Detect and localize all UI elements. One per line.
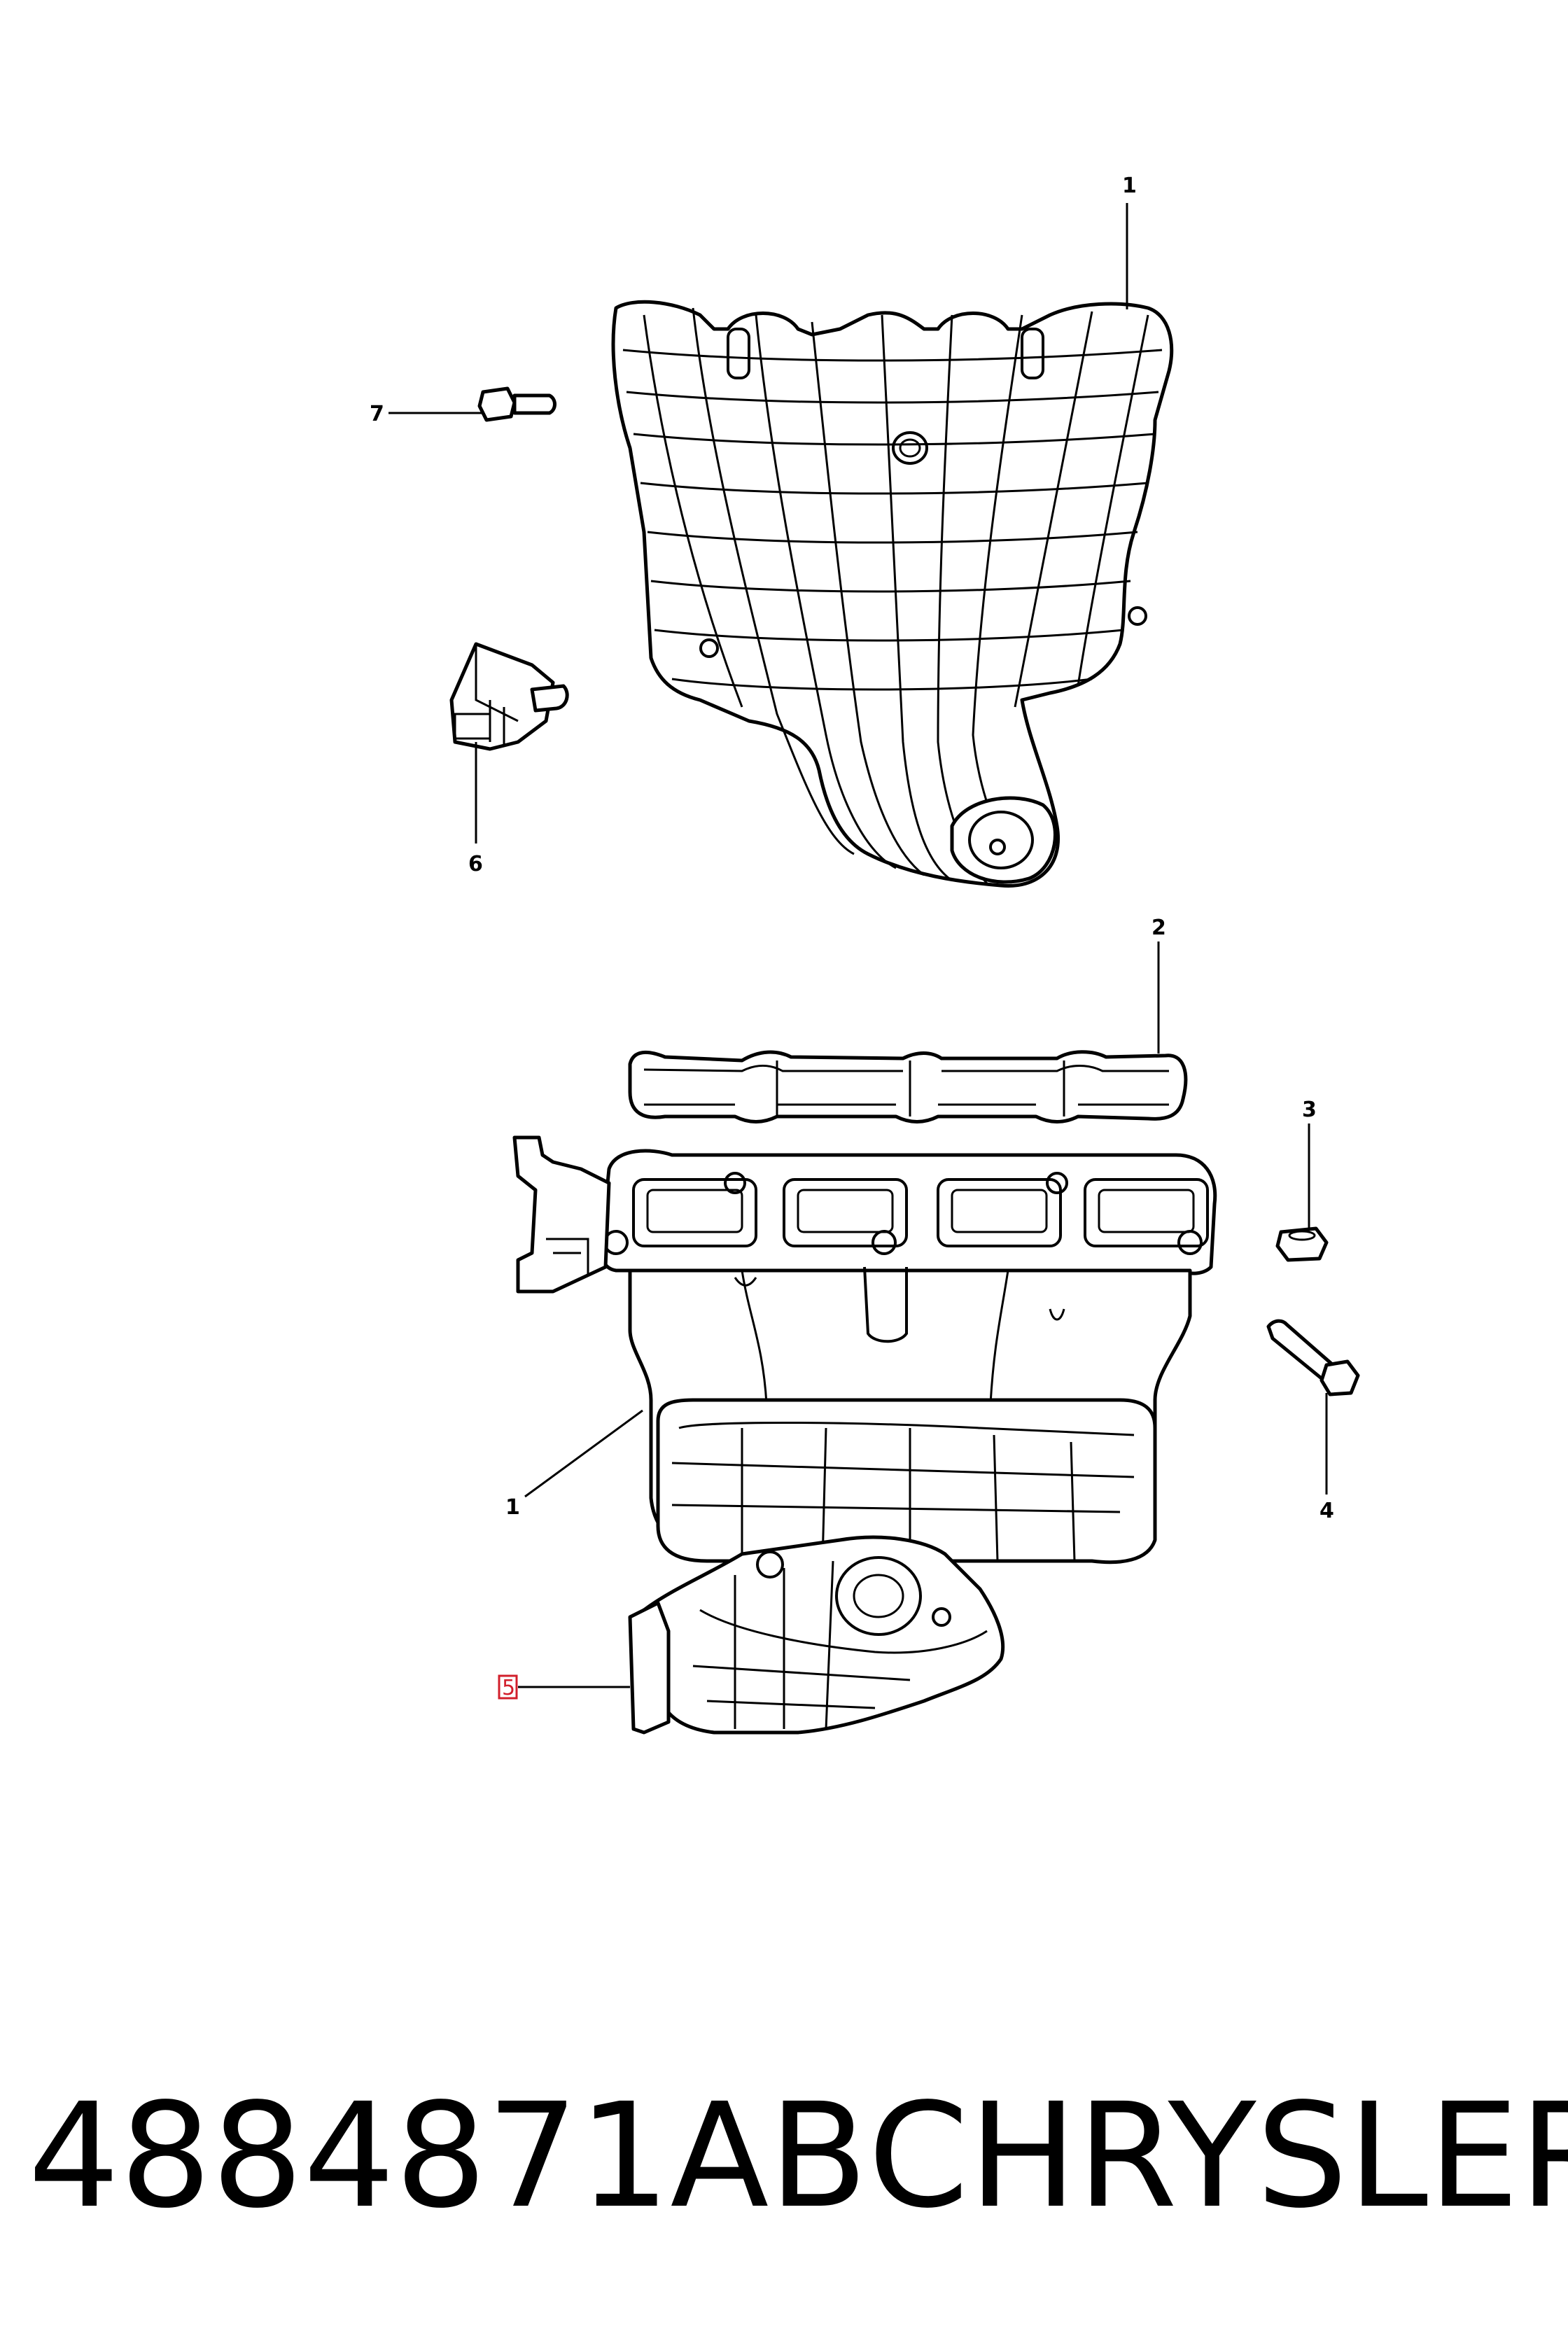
bolt-part-7 — [477, 386, 556, 422]
callout-3: 3 — [1302, 1098, 1317, 1122]
leader-lines — [388, 203, 1328, 1688]
callout-5-highlight — [498, 1674, 518, 1700]
brand-name: CHRYSLER — [868, 2072, 1568, 2240]
callout-1-top: 1 — [1122, 174, 1137, 198]
part-number: 4884871AB — [28, 2072, 868, 2240]
bolt-part-4 — [1266, 1319, 1360, 1396]
nut-part-3 — [1275, 1226, 1329, 1262]
exploded-parts-diagram: 1 7 6 2 3 4 1 5 — [370, 174, 1360, 1735]
lower-intake-manifold — [512, 1135, 1217, 1735]
callout-7: 7 — [370, 402, 384, 426]
gasket-part-2 — [628, 1050, 1188, 1124]
callout-5: 5 — [502, 1676, 515, 1700]
footer: 4884871AB CHRYSLER — [0, 2051, 1568, 2261]
callout-1-bottom: 1 — [505, 1495, 520, 1520]
callout-4: 4 — [1320, 1499, 1334, 1523]
sensor-part-6 — [449, 642, 569, 751]
upper-manifold-cover — [611, 300, 1174, 888]
callout-2: 2 — [1152, 916, 1166, 940]
callout-6: 6 — [468, 852, 483, 876]
